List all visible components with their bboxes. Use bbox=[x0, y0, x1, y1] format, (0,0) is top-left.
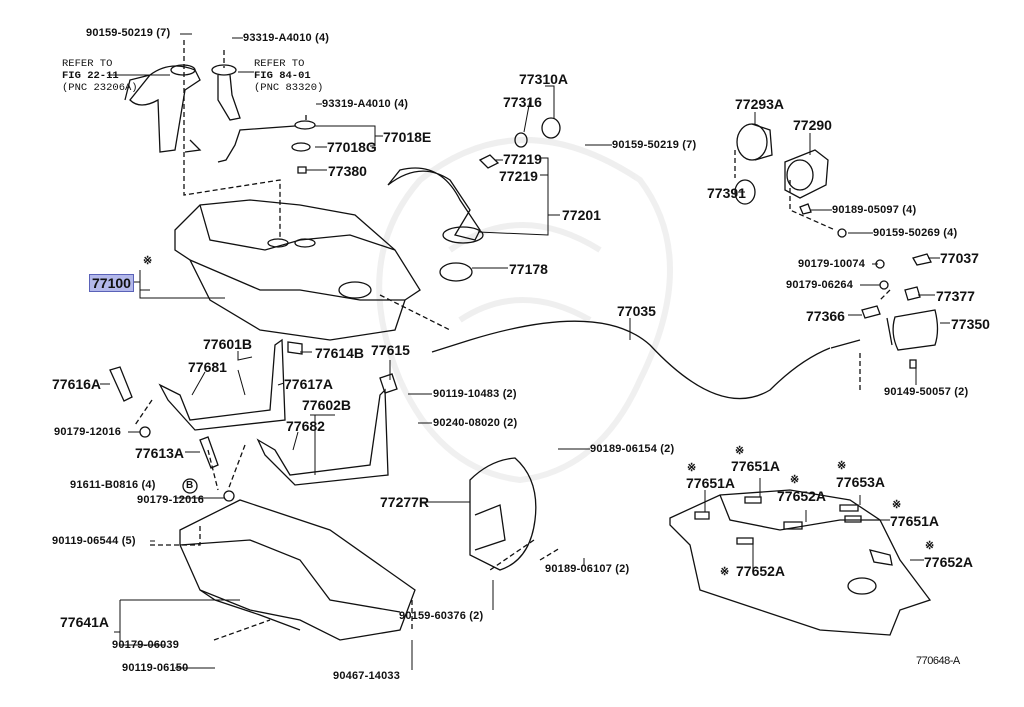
note-mark: ※ bbox=[687, 462, 697, 474]
label-77617a: 77617A bbox=[284, 376, 334, 392]
fuel-tank-protector-77641A bbox=[179, 499, 416, 641]
label-77641a: 77641A bbox=[60, 614, 110, 630]
label-77616a: 77616A bbox=[52, 376, 102, 392]
label-93319-a4010: 93319-A4010 (4) bbox=[322, 98, 409, 110]
tank-band-77601B bbox=[158, 338, 286, 431]
tank-band-77602B bbox=[256, 388, 389, 486]
fuel-inlet-box-77290 bbox=[784, 149, 829, 199]
label-77391: 77391 bbox=[707, 185, 746, 201]
label-77350: 77350 bbox=[951, 316, 990, 332]
note-mark: ※ bbox=[892, 499, 902, 511]
label-77201: 77201 bbox=[562, 207, 601, 223]
label-77018g: 77018G bbox=[327, 139, 377, 155]
label-77277r: 77277R bbox=[380, 494, 430, 510]
refer-note-left: REFER TO FIG 22-11 (PNC 23206A) bbox=[62, 58, 138, 94]
label-77293a: 77293A bbox=[735, 96, 785, 112]
label-93319-a4010: 93319-A4010 (4) bbox=[243, 32, 330, 44]
label-77602b: 77602B bbox=[302, 397, 352, 413]
label-90159-50219: 90159-50219 (7) bbox=[612, 139, 697, 151]
circled-b-marker bbox=[182, 478, 198, 494]
label-90189-06154: 90189-06154 (2) bbox=[590, 443, 675, 455]
label-77035: 77035 bbox=[617, 303, 656, 319]
fuel-tank-77100 bbox=[174, 199, 421, 341]
label-77018e: 77018E bbox=[383, 129, 432, 145]
label-77310a: 77310A bbox=[519, 71, 569, 87]
label-90240-08020: 90240-08020 (2) bbox=[433, 417, 518, 429]
label-77377: 77377 bbox=[936, 288, 975, 304]
label-91611-b0816: 91611-B0816 (4) bbox=[70, 479, 156, 491]
label-77219: 77219 bbox=[499, 168, 538, 184]
fuel-inlet-77293A bbox=[734, 123, 773, 205]
label-77290: 77290 bbox=[793, 117, 832, 133]
guide-lines bbox=[134, 40, 891, 641]
fuel-tank-pads-view bbox=[669, 489, 932, 636]
label-90119-06150: 90119-06150 bbox=[122, 662, 189, 674]
label-90179-06264: 90179-06264 bbox=[786, 279, 854, 291]
label-90467-14033: 90467-14033 bbox=[333, 670, 401, 682]
note-mark: ※ bbox=[143, 255, 153, 267]
refer-line: REFER TO bbox=[62, 58, 113, 70]
circled-b-text: B bbox=[186, 480, 194, 491]
label-77682: 77682 bbox=[286, 418, 325, 434]
label-90149-50057: 90149-50057 (2) bbox=[884, 386, 969, 398]
note-mark: ※ bbox=[837, 460, 847, 472]
label-90179-06039: 90179-06039 bbox=[112, 639, 180, 651]
refer-line: FIG 84-01 bbox=[254, 70, 311, 82]
label-77178: 77178 bbox=[509, 261, 548, 277]
filler-pipe-77201 bbox=[387, 117, 561, 282]
leader-lines bbox=[90, 33, 950, 670]
label-77613a: 77613A bbox=[135, 445, 185, 461]
label-90179-12016: 90179-12016 bbox=[54, 426, 122, 438]
label-77601b: 77601B bbox=[203, 336, 253, 352]
fuel-pump-assembly bbox=[124, 64, 202, 153]
fuel-lid-77350 bbox=[799, 203, 939, 369]
refer-line: (PNC 23206A) bbox=[62, 82, 138, 94]
label-90179-10074: 90179-10074 bbox=[798, 258, 866, 270]
label-90119-06544: 90119-06544 (5) bbox=[52, 535, 136, 547]
label-90159-50269: 90159-50269 (4) bbox=[873, 227, 958, 239]
fuel-lid-opener-cable-77035 bbox=[431, 320, 861, 400]
refer-line: REFER TO bbox=[254, 58, 305, 70]
note-mark: ※ bbox=[735, 445, 745, 457]
heat-insulator-77277R bbox=[469, 457, 537, 571]
label-90189-05097: 90189-05097 (4) bbox=[832, 204, 917, 216]
label-77366: 77366 bbox=[806, 308, 845, 324]
label-90159-50219: 90159-50219 (7) bbox=[86, 27, 171, 39]
figure-id: 770648-A bbox=[916, 655, 960, 667]
refer-note-right: REFER TO FIG 84-01 (PNC 83320) bbox=[254, 58, 323, 94]
refer-line: (PNC 83320) bbox=[254, 82, 324, 94]
label-77652a: 77652A bbox=[777, 488, 827, 504]
label-77651a: 77651A bbox=[731, 458, 781, 474]
note-mark: ※ bbox=[720, 566, 730, 578]
label-77614b: 77614B bbox=[315, 345, 365, 361]
label-77651a: 77651A bbox=[686, 475, 736, 491]
watermark-emblem bbox=[376, 137, 673, 484]
label-90179-12016: 90179-12016 bbox=[137, 494, 205, 506]
label-77653a: 77653A bbox=[836, 474, 886, 490]
fuel-sender-gauge bbox=[211, 64, 241, 121]
label-90189-06107: 90189-06107 (2) bbox=[545, 563, 630, 575]
label-77651a: 77651A bbox=[890, 513, 940, 529]
fuel-sender-77018E bbox=[217, 120, 316, 174]
label-77652a: 77652A bbox=[736, 563, 786, 579]
label-77316: 77316 bbox=[503, 94, 542, 110]
label-90159-60376: 90159-60376 (2) bbox=[399, 610, 484, 622]
label-77615: 77615 bbox=[371, 342, 410, 358]
label-90119-10483: 90119-10483 (2) bbox=[433, 388, 517, 400]
label-77380: 77380 bbox=[328, 163, 367, 179]
label-77219: 77219 bbox=[503, 151, 542, 167]
small-brackets bbox=[109, 341, 398, 502]
label-77652a: 77652A bbox=[924, 554, 974, 570]
note-mark: ※ bbox=[925, 540, 935, 552]
label-77681: 77681 bbox=[188, 359, 227, 375]
refer-line: FIG 22-11 bbox=[62, 70, 119, 82]
note-mark: ※ bbox=[790, 474, 800, 486]
label-77100-highlighted[interactable]: 77100 bbox=[89, 274, 134, 292]
label-77037: 77037 bbox=[940, 250, 979, 266]
